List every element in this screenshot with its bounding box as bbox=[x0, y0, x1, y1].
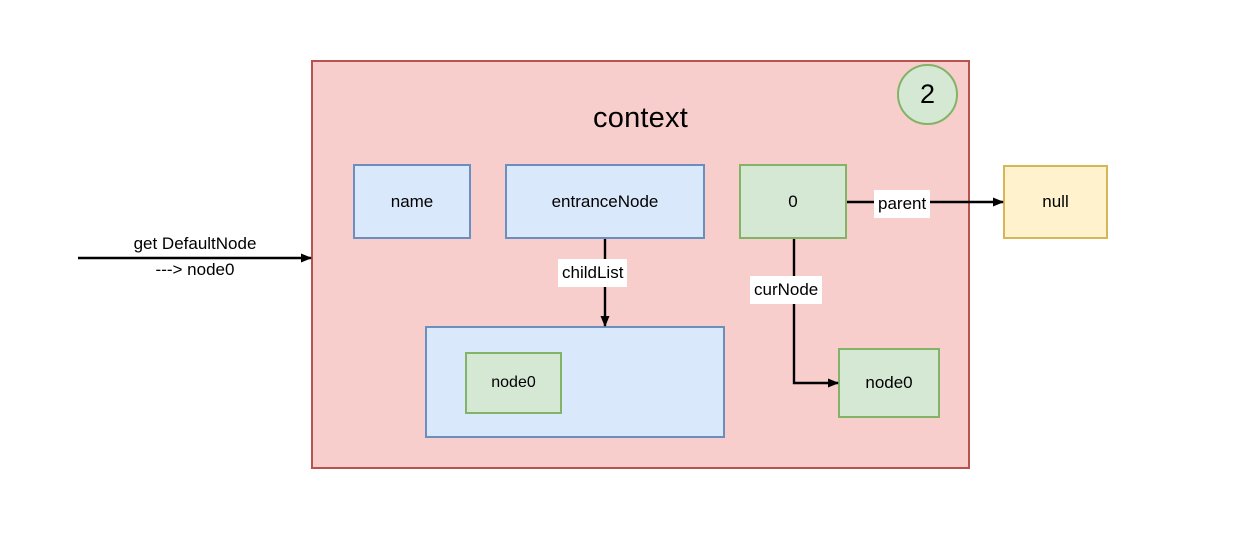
child-list-node0-box: node0 bbox=[465, 352, 562, 414]
edge-label-curnode: curNode bbox=[750, 276, 823, 304]
edge-label-parent: parent bbox=[874, 190, 931, 218]
null-value-box: null bbox=[1003, 165, 1108, 239]
incoming-arrow-caption-line1: get DefaultNode bbox=[133, 234, 257, 253]
page-title: context bbox=[593, 102, 688, 134]
field-index-box: 0 bbox=[739, 164, 847, 239]
field-name-box: name bbox=[353, 164, 471, 239]
step-badge: 2 bbox=[897, 64, 958, 125]
edge-label-childlist: childList bbox=[558, 259, 628, 287]
incoming-arrow-caption-line2: ---> node0 bbox=[155, 260, 235, 279]
cur-node-node0-box: node0 bbox=[838, 348, 940, 418]
field-entrance-node-box: entranceNode bbox=[505, 164, 705, 239]
